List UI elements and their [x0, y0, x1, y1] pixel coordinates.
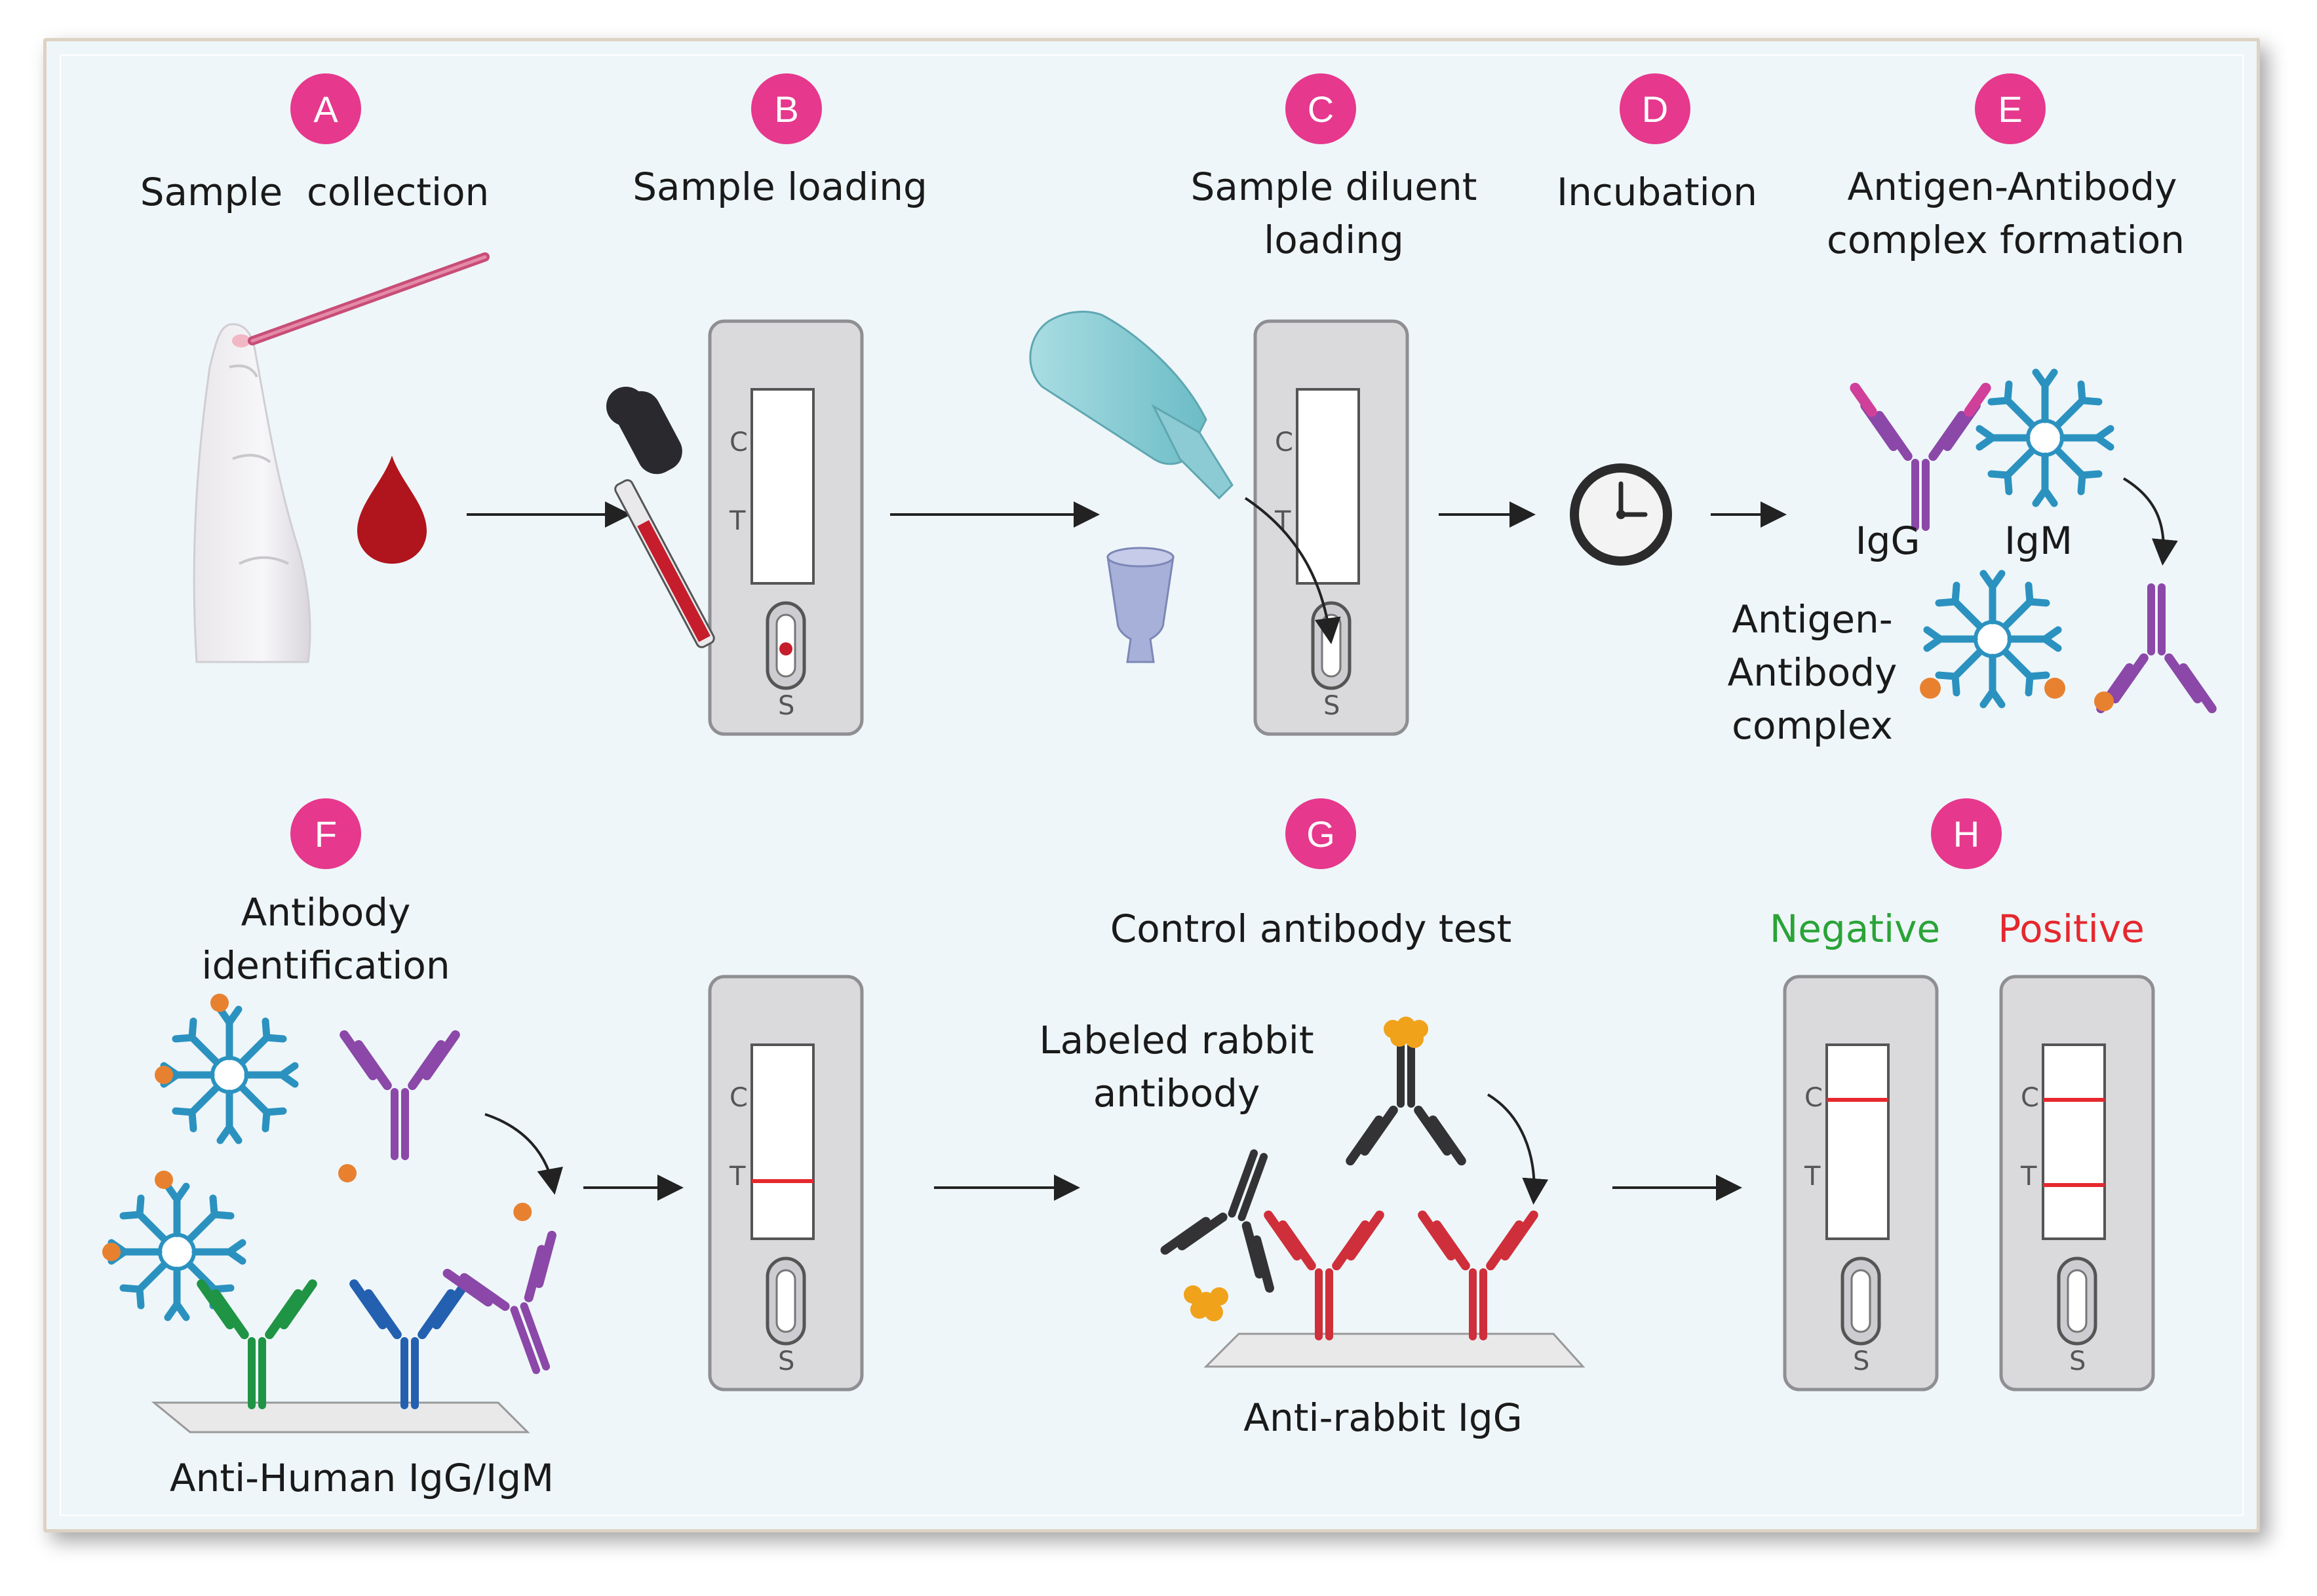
igg-antibody-icon [1850, 382, 1991, 531]
test-cassette-positive: C T S [2001, 977, 2153, 1390]
step-badge-a: A [290, 73, 361, 144]
badge-circle [1285, 798, 1356, 869]
test-cassette-negative: C T S [1785, 977, 1937, 1390]
figure-inner-border [60, 54, 2244, 1516]
anti-human-label: Anti-Human IgG/IgM [170, 1456, 554, 1500]
igm-complex-icon-f2 [102, 1171, 243, 1317]
step-title-f-line2: identification [201, 943, 450, 988]
badge-letter: F [315, 813, 337, 855]
bottle-cap-icon [1106, 547, 1175, 663]
badge-letter: E [1998, 88, 2022, 130]
step-badge-f: F [290, 798, 361, 869]
gold-label-cluster [1384, 1017, 1428, 1048]
anti-rabbit-label: Anti-rabbit IgG [1243, 1395, 1522, 1440]
anti-rabbit-platform [1203, 1333, 1586, 1368]
test-cassette-f: C T S [710, 977, 862, 1390]
badge-letter: A [313, 88, 338, 130]
badge-circle [1620, 73, 1690, 144]
sample-drop [779, 642, 792, 655]
test-cassette-c: C T S [1255, 321, 1407, 734]
diluent-flow-arrow [1244, 497, 1341, 644]
anti-human-igm-blue [347, 1277, 472, 1409]
step-title-e-line2: complex formation [1827, 218, 2185, 262]
binding-arrow-g [1487, 1093, 1549, 1205]
igm-label: IgM [2004, 518, 2073, 563]
step-title-a: Sample collection [140, 170, 490, 214]
igm-complex-icon-f1 [155, 994, 295, 1140]
negative-label: Negative [1770, 906, 1940, 951]
step-title-g: Control antibody test [1110, 906, 1512, 951]
badge-letter: G [1306, 813, 1335, 855]
step-title-e-line1: Antigen-Antibody [1848, 165, 2177, 209]
cassette-s-label: S [2069, 1346, 2086, 1376]
complex-formation-arrow [2122, 477, 2178, 566]
igg-antigen-complex-icon [2094, 583, 2219, 715]
step-title-d: Incubation [1557, 170, 1757, 214]
cassette-t-label: T [1804, 1161, 1821, 1192]
lancet-icon [248, 252, 490, 345]
step-badge-d: D [1620, 73, 1690, 144]
finger-illustration [193, 323, 311, 663]
step-title-c-line2: loading [1264, 218, 1404, 262]
test-cassette-b: C T S [710, 321, 862, 734]
bound-igg-icon-f [439, 1203, 601, 1393]
badge-circle [1975, 73, 2046, 144]
cassette-c-label: C [2021, 1083, 2039, 1113]
step-badge-h: H [1931, 798, 2002, 869]
step-badge-g: G [1285, 798, 1356, 869]
igg-label: IgG [1856, 518, 1920, 563]
igm-antigen-complex-icon [1920, 574, 2065, 705]
badge-letter: H [1953, 813, 1979, 855]
anti-human-platform [151, 1401, 530, 1433]
cassette-t-label: T [729, 1161, 746, 1192]
clock-icon [1570, 463, 1672, 566]
gold-label-cluster-bound [1184, 1285, 1228, 1321]
cassette-t-label: T [729, 506, 746, 536]
igg-complex-icon-f1 [338, 1028, 462, 1182]
badge-circle [751, 73, 822, 144]
labeled-rabbit-line2: antibody [1093, 1071, 1260, 1116]
step-badge-b: B [751, 73, 822, 144]
badge-circle [1285, 73, 1356, 144]
cassette-s-label: S [778, 691, 794, 721]
cassette-s-label: S [778, 1346, 794, 1376]
step-badge-e: E [1975, 73, 2046, 144]
step-badge-c: C [1285, 73, 1356, 144]
diluent-bottle-icon [1029, 310, 1234, 500]
anti-rabbit-igg-red-1 [1262, 1209, 1386, 1340]
complex-label-line3: complex [1732, 703, 1893, 748]
igm-antibody-icon [1979, 372, 2111, 503]
cassette-c-label: C [730, 427, 748, 457]
cassette-c-label: C [1804, 1083, 1823, 1113]
blood-drop-icon [357, 456, 427, 564]
badge-letter: C [1308, 88, 1334, 130]
positive-label: Positive [1998, 906, 2145, 951]
labeled-rabbit-antibody-icon [1344, 1036, 1468, 1167]
binding-arrow-f [484, 1113, 563, 1195]
step-title-b: Sample loading [633, 165, 927, 209]
cassette-c-label: C [730, 1083, 748, 1113]
cassette-s-label: S [1853, 1346, 1869, 1376]
step-title-f-line1: Antibody [241, 890, 411, 935]
anti-rabbit-igg-red-2 [1416, 1209, 1540, 1340]
badge-circle [290, 73, 361, 144]
badge-circle [290, 798, 361, 869]
complex-label-line2: Antibody [1728, 650, 1898, 695]
cassette-c-label: C [1275, 427, 1293, 457]
anti-human-igg-green [195, 1277, 319, 1409]
cassette-s-label: S [1323, 691, 1340, 721]
labeled-rabbit-line1: Labeled rabbit [1039, 1018, 1314, 1062]
badge-circle [1931, 798, 2002, 869]
cassette-t-label: T [2020, 1161, 2037, 1192]
complex-label-line1: Antigen- [1732, 597, 1892, 642]
badge-letter: D [1642, 88, 1668, 130]
step-title-c-line1: Sample diluent [1191, 165, 1477, 209]
bound-rabbit-antibody-icon [1157, 1130, 1319, 1296]
dropper-icon [606, 387, 715, 648]
badge-letter: B [774, 88, 798, 130]
